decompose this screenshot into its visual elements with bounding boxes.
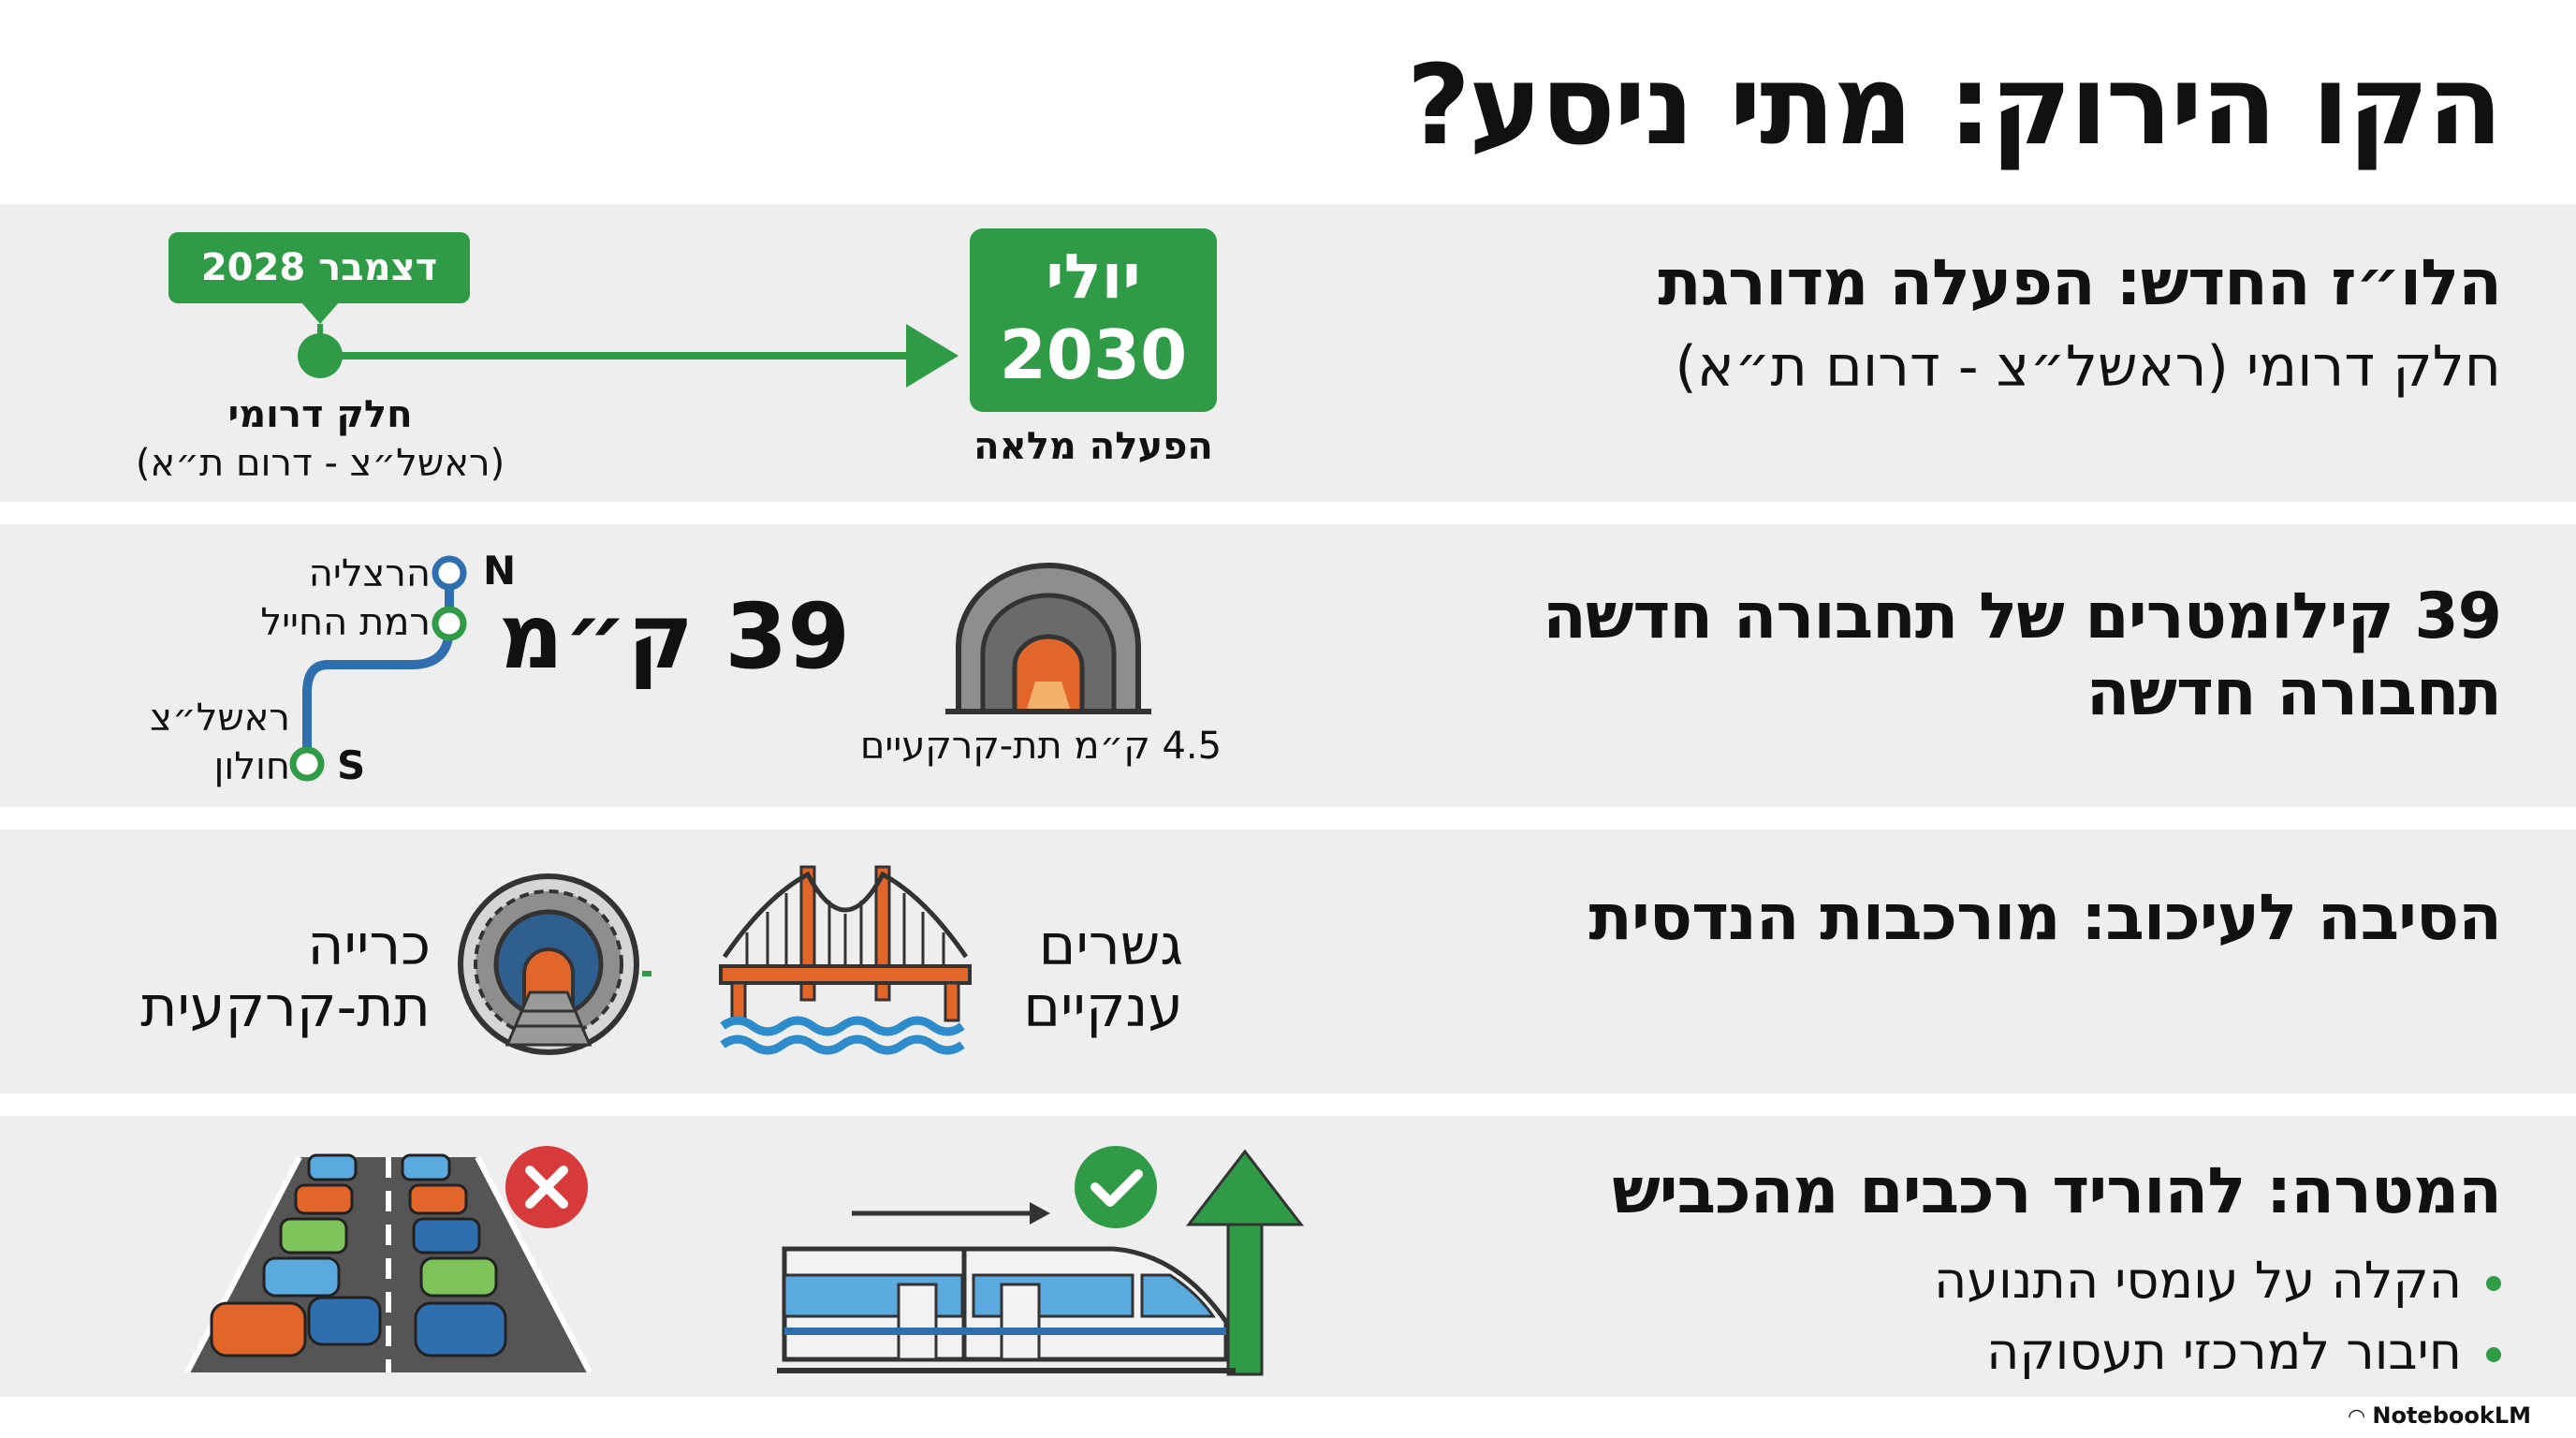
end-date-badge: יולי 2030 [970, 228, 1217, 412]
map-south-letter: S [337, 742, 366, 788]
map-stop-2: רמת החייל [260, 601, 431, 644]
traffic-jam-icon [184, 1146, 593, 1374]
tunneling-label-line2: תת-קרקעית [140, 975, 431, 1040]
map-stop-4: חולון [213, 745, 290, 788]
goal-heading: המטרה: להוריד רכבים מהכביש [1612, 1154, 2502, 1228]
page-title: הקו הירוק: מתי ניסע? [1406, 40, 2503, 169]
tunneling-label-line1: כרייה [307, 913, 431, 978]
start-date-text: דצמבר 2028 [200, 246, 438, 289]
bridges-label-line2: ענקיים [1023, 975, 1183, 1040]
map-stop-3: ראשל״צ [150, 697, 290, 740]
train-icon [777, 1146, 1305, 1376]
end-month-text: יולי [1046, 241, 1141, 313]
up-arrow-icon [1185, 1149, 1305, 1376]
bullet-dot [2486, 1276, 2501, 1292]
section-delay [0, 829, 2576, 1093]
start-sublabel: (ראשל״צ - דרום ת״א) [135, 442, 505, 485]
tunnel-caption: 4.5 ק״מ תת-קרקעיים [859, 725, 1222, 768]
dot-icon [298, 333, 343, 378]
end-year-text: 2030 [999, 315, 1188, 394]
route-heading-line2: תחבורה חדשה [2086, 656, 2502, 730]
bullet-dot [2486, 1347, 2501, 1363]
tunnel-icon [945, 563, 1151, 714]
x-icon [505, 1146, 588, 1228]
map-stop-1: הרצליה [308, 552, 431, 595]
check-icon [1075, 1146, 1157, 1228]
schedule-subheading: חלק דרומי (ראשל״צ - דרום ת״א) [1675, 334, 2501, 400]
stop-holon-marker [289, 746, 325, 782]
brand-watermark: ◠ NotebookLM [2349, 1402, 2531, 1429]
stop-ramat-hahayal-marker [432, 606, 467, 641]
delay-heading: הסיבה לעיכוב: מורכבות הנדסית [1588, 881, 2502, 955]
schedule-heading: הלו״ז החדש: הפעלה מדורגת [1658, 246, 2502, 320]
route-length: 39 ק״מ [498, 584, 850, 689]
start-date-badge: דצמבר 2028 [168, 232, 470, 303]
timeline-graphic [298, 302, 959, 388]
bridges-label-line1: גשרים [1038, 913, 1183, 978]
notebooklm-logo-icon: ◠ [2349, 1405, 2365, 1429]
start-label: חלק דרומי [227, 393, 413, 436]
goal-bullet-1: הקלה על עומסי התנועה [1934, 1251, 2501, 1312]
stop-herzliya-marker [432, 555, 467, 591]
route-heading-line1: 39 קילומטרים של תחבורה חדשה [1543, 580, 2502, 653]
tunnel-boring-icon [458, 873, 651, 1055]
arrow-right-icon [906, 324, 959, 388]
goal-bullet-2: חיבור למרכזי תעסוקה [1986, 1322, 2501, 1383]
route-map-icon [289, 555, 467, 782]
bridge-icon [719, 865, 972, 1055]
end-label: הפעלה מלאה [973, 425, 1213, 468]
map-north-letter: N [483, 548, 517, 594]
